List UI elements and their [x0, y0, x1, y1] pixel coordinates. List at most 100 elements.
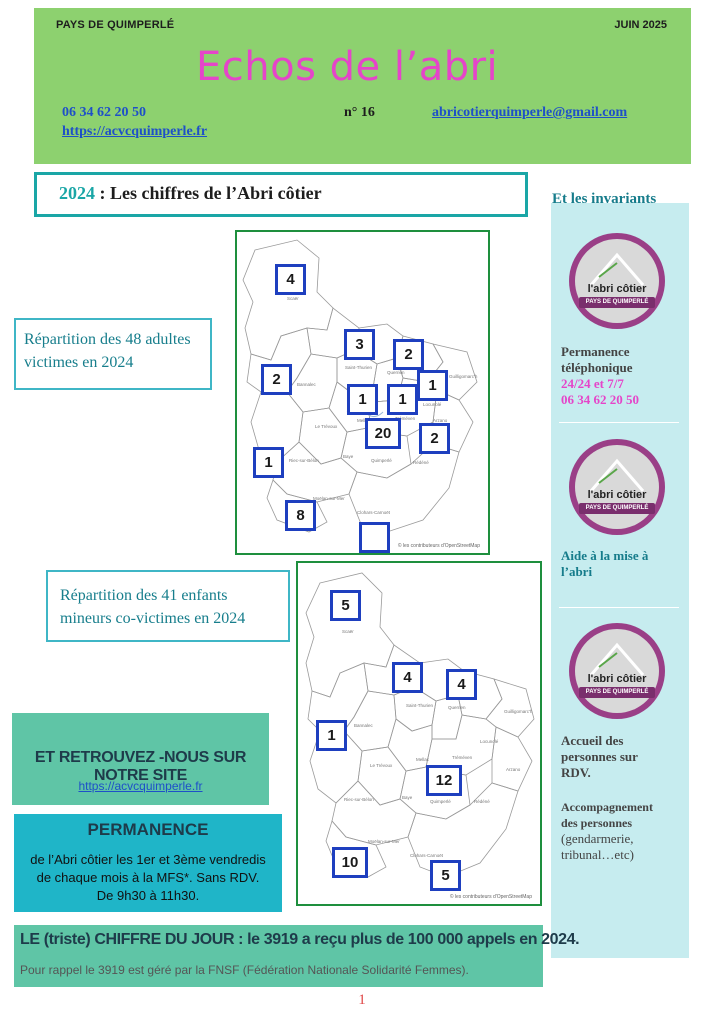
- logo-text: l'abri côtier: [587, 283, 647, 295]
- invariant-text: Accueil des: [561, 733, 624, 748]
- count-box: 2: [393, 339, 424, 370]
- town-label: Locunolé: [423, 402, 442, 407]
- count-box: 1: [316, 720, 347, 751]
- logo-banner: PAYS DE QUIMPERLÉ: [579, 297, 655, 308]
- town-label: Riec-sur-Bélon: [289, 458, 319, 463]
- count-box: 2: [419, 423, 450, 454]
- town-label: Saint-Thurien: [406, 703, 434, 708]
- sidebar-title: Et les invariants: [552, 191, 657, 207]
- town-label: Scaër: [342, 629, 354, 634]
- town-label: Mellac: [357, 418, 371, 423]
- town-label: Clohars-Carnoët: [357, 510, 391, 515]
- section-year: 2024: [59, 183, 95, 203]
- abri-cotier-logo: l'abri côtier PAYS DE QUIMPERLÉ: [569, 233, 665, 329]
- abri-cotier-logo: l'abri côtier PAYS DE QUIMPERLÉ: [569, 439, 665, 535]
- invariants-sidebar: l'abri côtier PAYS DE QUIMPERLÉ Permanen…: [551, 203, 689, 958]
- separator: [559, 607, 679, 608]
- permanence-line: de chaque mois à la MFS*. Sans RDV.: [36, 870, 260, 885]
- permanence-line: de l’Abri côtier les 1er et 3ème vendred…: [30, 852, 266, 867]
- website-box-title: ET RETROUVEZ -NOUS SUR NOTRE SITE: [34, 749, 247, 784]
- count-box: 5: [330, 590, 361, 621]
- newsletter-title: Echos de l’abri: [196, 44, 499, 90]
- town-label: Guilligomarc'h: [449, 374, 478, 379]
- count-box: 20: [365, 418, 401, 449]
- invariant-text: personnes sur: [561, 749, 638, 764]
- header-phone: 06 34 62 20 50: [62, 105, 146, 120]
- header-site-link[interactable]: https://acvcquimperle.fr: [62, 124, 208, 139]
- town-label: Tréméven: [395, 416, 416, 421]
- town-label: Quimperlé: [430, 799, 451, 804]
- invariant-text: Aide à la mise à: [561, 548, 649, 563]
- invariant-highlight: 24/24 et 7/7: [561, 376, 624, 391]
- header-banner: PAYS DE QUIMPERLÉ JUIN 2025 Echos de l’a…: [34, 8, 691, 164]
- caption-line: Répartition des 41 enfants: [60, 587, 228, 604]
- permanence-line: De 9h30 à 11h30.: [96, 888, 200, 903]
- town-label: Scaër: [287, 296, 299, 301]
- logo-text: l'abri côtier: [587, 489, 647, 501]
- count-box: 5: [430, 860, 461, 891]
- region-label: PAYS DE QUIMPERLÉ: [56, 19, 175, 31]
- count-box: 3: [344, 329, 375, 360]
- caption-line: Répartition des 48 adultes: [24, 331, 191, 348]
- invariant-text: RDV.: [561, 765, 591, 780]
- map-credit: © les contributeurs d'OpenStreetMap: [449, 894, 532, 900]
- house-icon: [589, 642, 645, 676]
- count-box: 1: [347, 384, 378, 415]
- abri-cotier-logo: l'abri côtier PAYS DE QUIMPERLÉ: [569, 623, 665, 719]
- minors-map: Scaër Saint-Thurien Querrien Guilligomar…: [296, 561, 542, 906]
- town-label: Riec-sur-Bélon: [344, 797, 374, 802]
- invariant-text: Accompagnement: [561, 800, 653, 814]
- count-box: 4: [392, 662, 423, 693]
- invariant-reception-block: Accueil des personnes sur RDV.: [561, 733, 638, 781]
- invariant-support-block: Accompagnement des personnes (gendarmeri…: [561, 799, 653, 863]
- invariant-text: des personnes: [561, 816, 633, 830]
- permanence-title: PERMANENCE: [87, 820, 209, 839]
- town-label: Moëlan-sur-Mer: [368, 839, 400, 844]
- caption-line: mineurs co-victimes en 2024: [60, 610, 246, 627]
- town-label: Tréméven: [452, 755, 473, 760]
- town-label: Rédéné: [413, 460, 429, 465]
- logo-banner: PAYS DE QUIMPERLÉ: [579, 503, 655, 514]
- count-box: [359, 522, 390, 553]
- adults-map: Scaër Bannalec Saint-Thurien Querrien Gu…: [235, 230, 490, 555]
- invariant-text: l’abri: [561, 564, 593, 579]
- website-link[interactable]: https://acvcquimperle.fr: [78, 779, 203, 793]
- section-title: 2024 : Les chiffres de l’Abri côtier: [34, 172, 528, 217]
- adults-map-caption: Répartition des 48 adultes victimes en 2…: [14, 318, 212, 390]
- map-credit: © les contributeurs d'OpenStreetMap: [397, 543, 480, 549]
- town-label: Arzano: [506, 767, 521, 772]
- count-box: 4: [446, 669, 477, 700]
- permanence-box: PERMANENCE de l’Abri côtier les 1er et 3…: [14, 814, 282, 912]
- town-label: Baye: [343, 454, 354, 459]
- town-label: Saint-Thurien: [345, 365, 373, 370]
- minors-map-caption: Répartition des 41 enfants mineurs co-vi…: [46, 570, 290, 642]
- invariant-shelter-block: Aide à la mise à l’abri: [561, 548, 648, 580]
- town-label: Quimperlé: [371, 458, 392, 463]
- town-label: Mellac: [416, 757, 430, 762]
- count-box: 1: [417, 370, 448, 401]
- issue-number: n° 16: [344, 105, 375, 120]
- town-label: Bannalec: [354, 723, 373, 728]
- town-label: Le Trévoux: [370, 763, 393, 768]
- town-label: Rédéné: [474, 799, 490, 804]
- separator: [559, 422, 679, 423]
- invariant-phone-block: Permanence téléphonique 24/24 et 7/7 06 …: [561, 344, 639, 408]
- logo-banner: PAYS DE QUIMPERLÉ: [579, 687, 655, 698]
- count-box: 8: [285, 500, 316, 531]
- town-label: Bannalec: [297, 382, 316, 387]
- figure-of-the-day-box: LE (triste) CHIFFRE DU JOUR : le 3919 a …: [14, 925, 580, 987]
- town-label: Querrien: [448, 705, 466, 710]
- house-icon: [589, 252, 645, 286]
- town-label: Le Trévoux: [315, 424, 338, 429]
- town-label: Moëlan-sur-Mer: [313, 496, 345, 501]
- caption-line: victimes en 2024: [24, 354, 134, 371]
- figure-of-the-day-note: Pour rappel le 3919 est géré par la FNSF…: [20, 963, 469, 977]
- count-box: 2: [261, 364, 292, 395]
- town-label: Clohars-Carnoët: [410, 853, 444, 858]
- count-box: 1: [387, 384, 418, 415]
- header-email-link[interactable]: abricotierquimperle@gmail.com: [432, 105, 628, 120]
- website-box: ET RETROUVEZ -NOUS SUR NOTRE SITE https:…: [12, 713, 269, 805]
- figure-of-the-day-headline: LE (triste) CHIFFRE DU JOUR : le 3919 a …: [20, 931, 580, 948]
- invariant-text: Permanence: [561, 344, 630, 359]
- count-box: 12: [426, 765, 462, 796]
